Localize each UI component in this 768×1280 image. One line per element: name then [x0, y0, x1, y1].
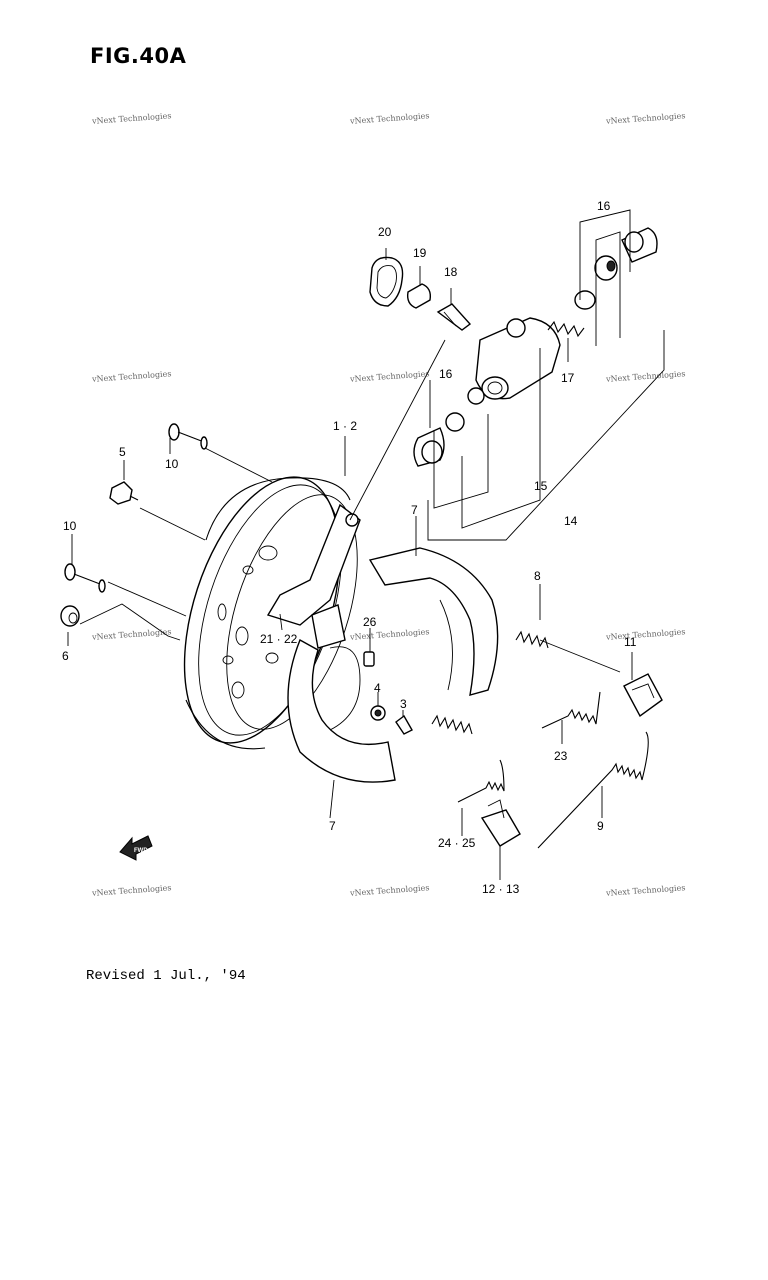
callout-3: 3	[400, 697, 407, 711]
callout-9: 9	[597, 819, 604, 833]
callout-brackets	[427, 209, 665, 541]
revision-note: Revised 1 Jul., '94	[86, 968, 246, 984]
brake-shoe-rear	[368, 547, 499, 696]
part-5-bolt	[109, 481, 139, 505]
callout-7-lower: 7	[329, 819, 336, 833]
brake-shoe-front	[287, 604, 396, 783]
callout-7-upper: 7	[411, 503, 418, 517]
callout-23: 23	[554, 749, 568, 763]
callout-8: 8	[534, 569, 541, 583]
callout-12-13: 12 · 13	[482, 882, 520, 896]
callout-17: 17	[561, 371, 575, 385]
callout-1-2: 1 · 2	[333, 419, 357, 433]
callout-16-lower: 16	[439, 367, 453, 381]
part-11-plate	[623, 673, 663, 718]
part-12-13-retainer	[480, 799, 521, 847]
fwd-label: FWD	[134, 848, 148, 854]
part-9-spring	[537, 731, 649, 849]
callout-26: 26	[363, 615, 377, 629]
part-16-cups-lower	[413, 387, 485, 467]
callout-4: 4	[374, 681, 381, 695]
part-18-bleeder-screw	[436, 303, 472, 331]
callout-21-22: 21 · 22	[260, 632, 298, 646]
parking-brake-lever	[266, 503, 361, 626]
part-10-pin-upper	[168, 423, 208, 450]
callout-10-lower: 10	[63, 519, 77, 533]
leader-lines	[67, 248, 633, 880]
part-19-cap	[406, 283, 432, 309]
callout-labels: 20 19 18 16 16 17 1 · 2 10 5 15 14 7 10 …	[62, 199, 637, 896]
callout-6: 6	[62, 649, 69, 663]
callout-18: 18	[444, 265, 458, 279]
fwd-arrow-icon: FWD	[119, 835, 153, 861]
part-20-cap	[369, 256, 404, 307]
brake-backing-plate	[183, 476, 358, 750]
callout-10-upper: 10	[165, 457, 179, 471]
part-17-spring	[547, 320, 585, 338]
callout-20: 20	[378, 225, 392, 239]
shoe-return-spring	[431, 714, 473, 735]
callout-5: 5	[119, 445, 126, 459]
part-3-bolt	[395, 714, 413, 735]
part-4-nut	[370, 705, 386, 721]
part-24-25-spring	[457, 759, 505, 803]
callout-15: 15	[534, 479, 548, 493]
part-16-cups-upper	[574, 227, 658, 310]
figure-title: FIG.40A	[90, 44, 187, 68]
wheel-cylinder	[475, 317, 561, 400]
part-23-spring	[541, 691, 601, 729]
callout-16-upper: 16	[597, 199, 611, 213]
part-10-pin-lower	[64, 563, 106, 593]
callout-11: 11	[624, 635, 637, 649]
part-8-spring	[515, 630, 549, 649]
callout-24-25: 24 · 25	[438, 836, 476, 850]
callout-19: 19	[413, 246, 427, 260]
part-26-clip	[363, 651, 375, 667]
callout-14: 14	[564, 514, 578, 528]
part-6-bushing	[60, 605, 80, 627]
